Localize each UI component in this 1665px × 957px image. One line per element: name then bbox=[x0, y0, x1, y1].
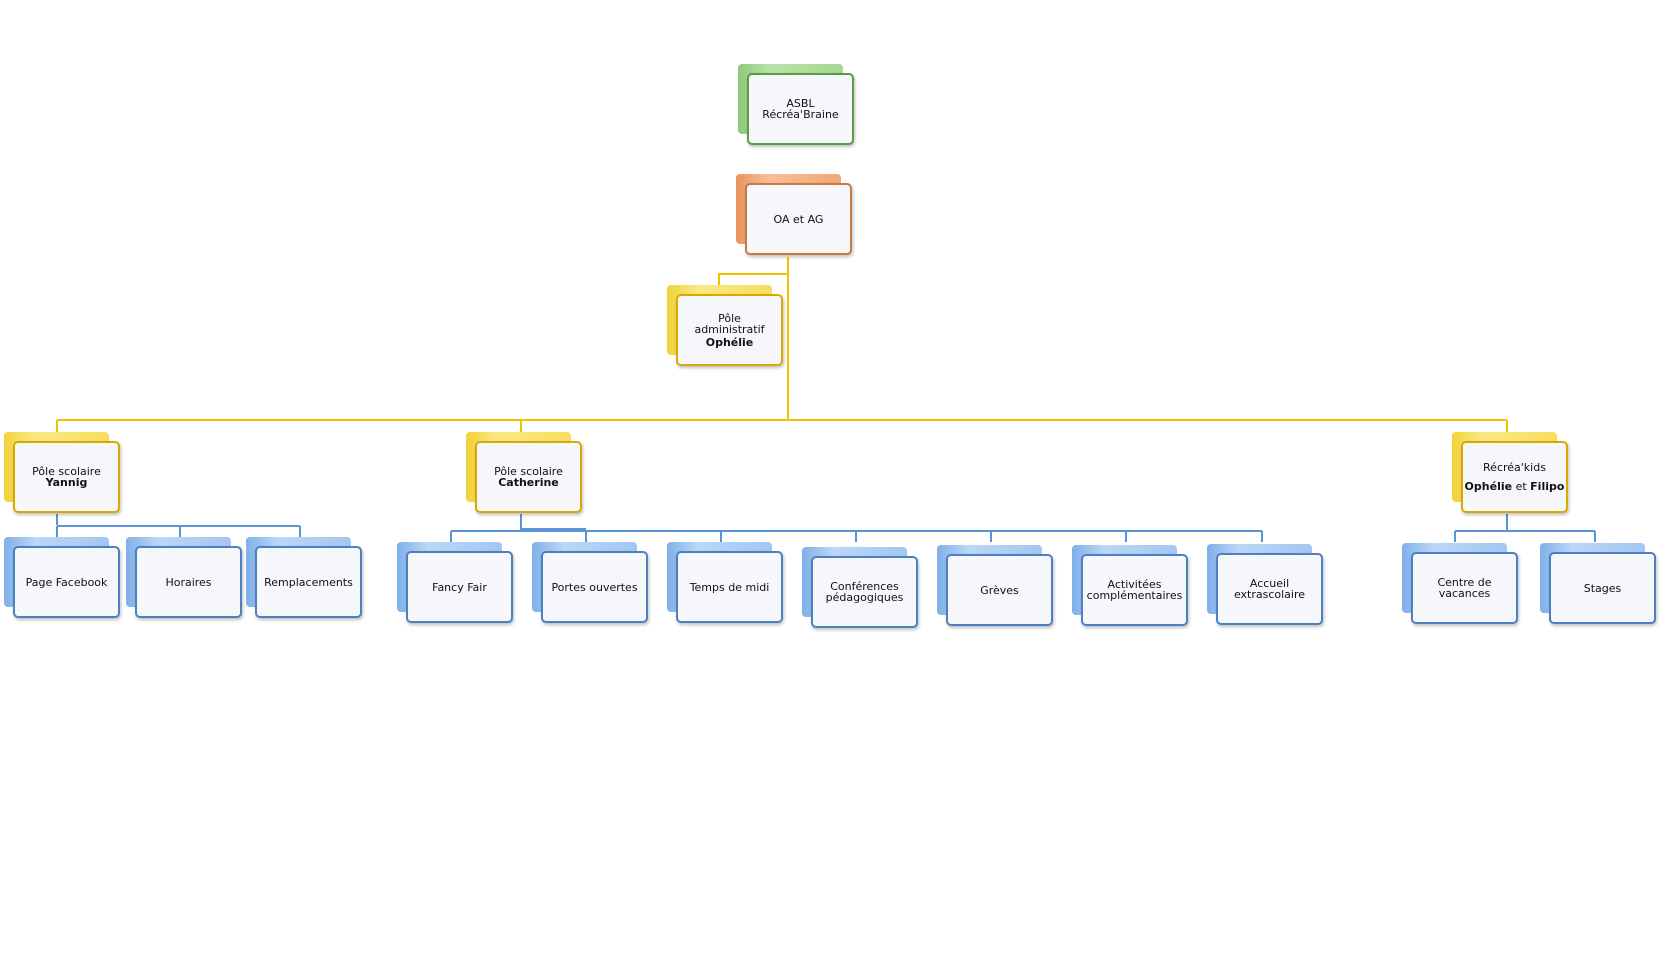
node-stages-label: Stages bbox=[1583, 581, 1622, 595]
node-page-facebook-label: Page Facebook bbox=[25, 575, 108, 589]
node-asbl-line1: ASBL bbox=[786, 97, 815, 110]
node-temps-de-midi-label: Temps de midi bbox=[689, 580, 770, 594]
node-horaires-label: Horaires bbox=[165, 575, 212, 589]
connector-yannig-children bbox=[56, 514, 301, 537]
node-activitees-line1: Activitées bbox=[1107, 578, 1162, 591]
node-pole-admin-line3: Ophélie bbox=[705, 335, 754, 349]
node-centre-vacances-line1: Centre de bbox=[1437, 576, 1492, 589]
node-activitees-complementaires: Activitées complémentaires bbox=[1072, 545, 1188, 626]
node-asbl-line2: Récréa'Braine bbox=[762, 108, 839, 121]
node-centre-vacances-line2: vacances bbox=[1438, 587, 1491, 600]
node-activitees-line2: complémentaires bbox=[1086, 589, 1183, 602]
node-temps-de-midi: Temps de midi bbox=[667, 542, 783, 623]
node-horaires: Horaires bbox=[126, 537, 242, 618]
node-recreakids-and: et bbox=[1515, 480, 1527, 493]
node-oa-ag: OA et AG bbox=[736, 174, 852, 255]
node-greves-label: Grèves bbox=[980, 583, 1019, 597]
node-accueil-extrascolaire: Accueil extrascolaire bbox=[1207, 544, 1323, 625]
node-catherine-line2: Catherine bbox=[498, 476, 559, 489]
node-oa-ag-line1: OA et AG bbox=[773, 212, 824, 226]
node-greves: Grèves bbox=[937, 545, 1053, 626]
node-portes-ouvertes-label: Portes ouvertes bbox=[551, 580, 638, 594]
node-yannig-line2: Yannig bbox=[45, 476, 88, 489]
node-pole-scolaire-catherine: Pôle scolaire Catherine bbox=[466, 432, 582, 513]
node-fancy-fair: Fancy Fair bbox=[397, 542, 513, 623]
node-conferences-line1: Conférences bbox=[830, 580, 899, 593]
node-remplacements-label: Remplacements bbox=[264, 575, 353, 589]
node-catherine-line1: Pôle scolaire bbox=[494, 465, 563, 478]
connector-catherine-children bbox=[450, 514, 1263, 542]
node-recreakids-name1: Ophélie bbox=[1464, 480, 1513, 493]
node-portes-ouvertes: Portes ouvertes bbox=[532, 542, 648, 623]
node-yannig-line1: Pôle scolaire bbox=[32, 465, 101, 478]
node-pole-scolaire-yannig: Pôle scolaire Yannig bbox=[4, 432, 120, 513]
node-centre-de-vacances: Centre de vacances bbox=[1402, 543, 1518, 624]
node-stages: Stages bbox=[1540, 543, 1656, 624]
node-recreakids-line2: Ophélie et Filipo bbox=[1465, 481, 1565, 492]
node-fancy-fair-label: Fancy Fair bbox=[432, 580, 487, 594]
node-conferences-pedagogiques: Conférences pédagogiques bbox=[802, 547, 918, 628]
node-page-facebook: Page Facebook bbox=[4, 537, 120, 618]
node-recreakids-line1: Récréa'kids bbox=[1483, 461, 1546, 474]
node-pole-admin-line2: administratif bbox=[694, 322, 765, 336]
node-recreakids-name2: Filipo bbox=[1530, 480, 1565, 493]
node-remplacements: Remplacements bbox=[246, 537, 362, 618]
node-conferences-line2: pédagogiques bbox=[825, 591, 904, 604]
node-accueil-line2: extrascolaire bbox=[1233, 588, 1306, 601]
node-recreakids: Récréa'kids Ophélie et Filipo bbox=[1452, 432, 1568, 513]
node-pole-admin-line1: Pôle bbox=[718, 311, 741, 325]
connector-admin-stub bbox=[718, 273, 788, 285]
node-pole-administratif: Pôle administratif Ophélie bbox=[667, 285, 783, 366]
node-accueil-line1: Accueil bbox=[1249, 577, 1290, 590]
connector-recreakids-children bbox=[1454, 514, 1596, 542]
node-asbl: ASBL Récréa'Braine bbox=[738, 64, 854, 145]
